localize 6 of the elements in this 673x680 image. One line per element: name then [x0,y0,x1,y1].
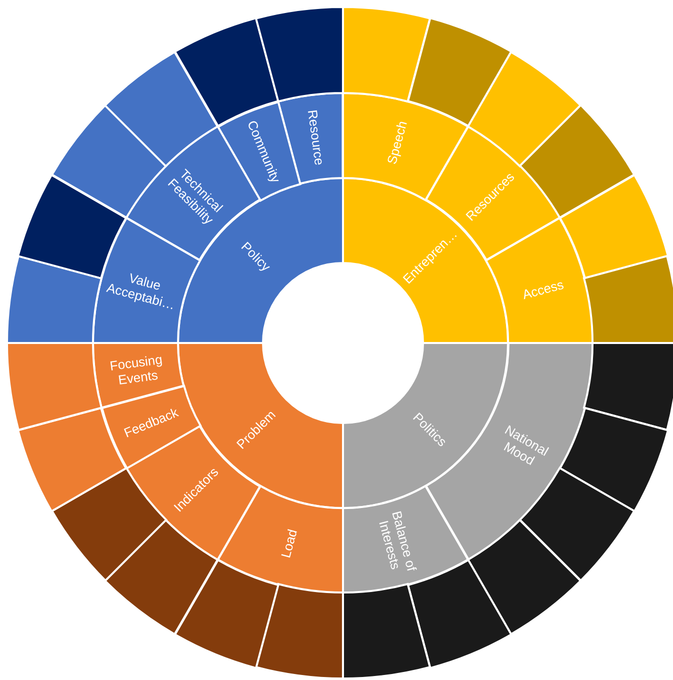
segment-label: Focusing Events [108,350,164,390]
segment-label: Access [520,276,567,304]
segment-label: Resource [304,108,328,168]
segment-label: Balance of Interests [374,508,420,576]
segment-label: Speech [382,118,411,168]
segment-label: Load [277,526,302,562]
